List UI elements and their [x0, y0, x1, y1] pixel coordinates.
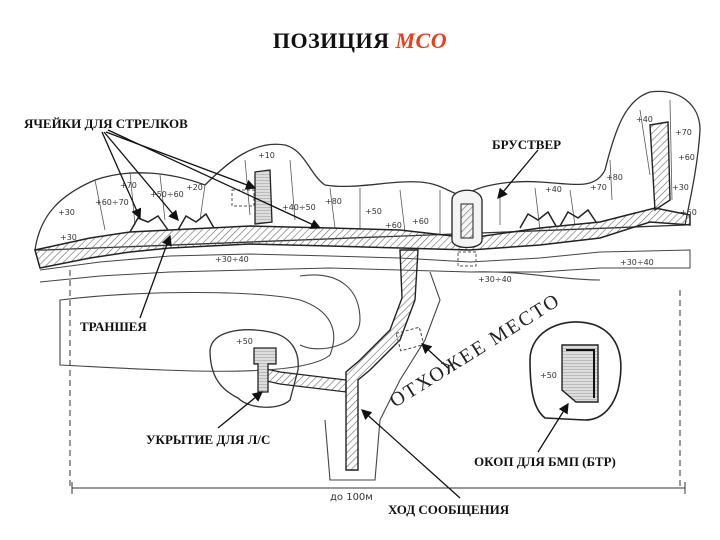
trench-front-line	[39, 249, 691, 283]
scale-label: до 100м	[330, 492, 373, 503]
mark-70b: +70	[590, 183, 607, 192]
mark-70: +70	[120, 181, 137, 190]
comm-trench-main	[345, 249, 419, 471]
arrow-shelter	[217, 391, 264, 429]
comm-trench-shelter-branch	[261, 367, 347, 393]
latrine-box	[395, 326, 425, 352]
mark-40: +40	[545, 185, 562, 194]
label-parapet: БРУСТВЕР	[492, 137, 562, 152]
mark-50-pit: +50	[540, 371, 557, 380]
mark-50-60: +50÷60	[150, 190, 184, 199]
title-main: ПОЗИЦИЯ	[272, 28, 396, 53]
mark-80: +80	[325, 197, 342, 206]
firing-cells	[129, 208, 597, 233]
vehicle-pit-core	[561, 344, 599, 403]
mark-50-shelter: +50	[236, 337, 253, 346]
arrow-cells-2	[103, 131, 179, 221]
arrow-trench	[139, 234, 172, 319]
label-vehicle-pit: ОКОП ДЛЯ БМП (БТР)	[474, 454, 616, 469]
upper-shelter-left	[254, 169, 273, 225]
mark-60c: +60	[412, 217, 429, 226]
leader-arrows	[101, 129, 569, 499]
vehicle-pit-ramp	[566, 349, 595, 398]
parapet-divisions	[94, 99, 673, 235]
title-accent: МСО	[395, 28, 448, 53]
left-field-outline	[59, 291, 335, 372]
label-shelter: УКРЫТИЕ ДЛЯ Л/С	[146, 432, 271, 447]
mark-40b: +40	[636, 115, 653, 124]
main-trench	[34, 207, 691, 269]
arrow-latrine	[421, 343, 449, 369]
mark-plus10: +10	[258, 151, 275, 160]
arrow-vehicle-pit	[537, 402, 569, 453]
mark-50b: +50	[680, 208, 697, 217]
central-post-pit	[460, 203, 474, 239]
mark-30-40-left: +30÷40	[215, 255, 249, 264]
mark-30b: +30	[672, 183, 689, 192]
label-cells: ЯЧЕЙКИ ДЛЯ СТРЕЛКОВ	[24, 116, 188, 131]
vehicle-pit-outline	[529, 321, 622, 421]
diagram-title: ПОЗИЦИЯ МСО	[0, 28, 720, 54]
right-branch-trench	[649, 121, 671, 212]
mark-40-50: +40÷50	[282, 203, 316, 212]
arrow-cells-4	[107, 129, 322, 229]
mark-70c: +70	[675, 128, 692, 137]
arrow-cells-3	[105, 131, 257, 190]
central-post-dashed	[457, 251, 477, 267]
mark-60-70: +60÷70	[95, 198, 129, 207]
label-trench: ТРАНШЕЯ	[80, 319, 147, 334]
arrow-comm	[361, 409, 461, 499]
mark-60: +60	[385, 221, 402, 230]
mark-50: +50	[365, 207, 382, 216]
mark-30: +30	[58, 208, 75, 217]
comm-trench-outline	[299, 271, 601, 481]
arrow-cells-1	[101, 131, 142, 220]
personnel-shelter	[209, 329, 299, 408]
arrow-parapet	[497, 149, 539, 199]
label-comm-trench: ХОД СООБЩЕНИЯ	[388, 502, 510, 517]
mark-80b: +80	[606, 173, 623, 182]
mark-30c: +30	[60, 233, 77, 242]
mark-30-40-right: +30÷40	[620, 258, 654, 267]
parapet-outline	[34, 90, 701, 251]
mark-20: +20	[186, 183, 203, 192]
mark-60b: +60	[678, 153, 695, 162]
personnel-shelter-core	[253, 347, 277, 393]
mark-30-40-mid: +30÷40	[478, 275, 512, 284]
